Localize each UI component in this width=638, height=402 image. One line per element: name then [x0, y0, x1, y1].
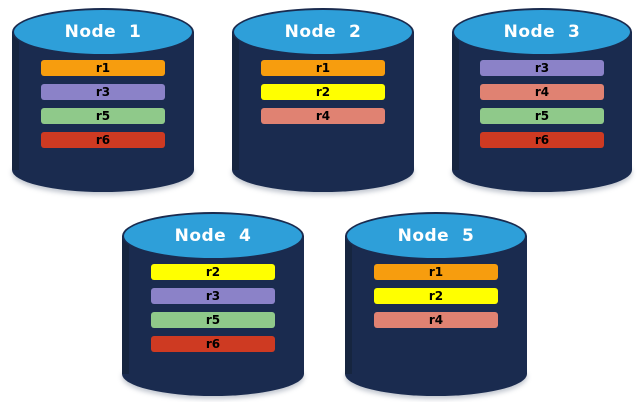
replica-bar-r1[interactable]: r1 [41, 60, 165, 76]
replica-bar-r3[interactable]: r3 [480, 60, 604, 76]
replica-bar-r5[interactable]: r5 [151, 312, 275, 328]
cylinder-top-ellipse [345, 212, 527, 260]
cylinder-top-ellipse [452, 8, 632, 56]
replica-bar-r1[interactable]: r1 [374, 264, 498, 280]
replica-bar-r3[interactable]: r3 [41, 84, 165, 100]
replica-bar-r4[interactable]: r4 [261, 108, 385, 124]
replica-list: r2 r3 r5 r6 [122, 264, 304, 352]
replica-list: r1 r2 r4 [345, 264, 527, 328]
replica-bar-r4[interactable]: r4 [374, 312, 498, 328]
node-4[interactable]: Node 4 r2 r3 r5 r6 [122, 212, 304, 396]
replica-list: r1 r2 r4 [232, 60, 414, 124]
replica-list: r3 r4 r5 r6 [452, 60, 632, 148]
replica-list: r1 r3 r5 r6 [12, 60, 194, 148]
node-3[interactable]: Node 3 r3 r4 r5 r6 [452, 8, 632, 192]
cylinder-top-ellipse [232, 8, 414, 56]
replica-bar-r2[interactable]: r2 [374, 288, 498, 304]
replica-bar-r2[interactable]: r2 [151, 264, 275, 280]
cylinder-top-ellipse [122, 212, 304, 260]
node-title: Node 5 [397, 226, 475, 246]
cylinder-left-shade [452, 32, 459, 170]
cylinder-left-shade [122, 236, 129, 374]
replica-bar-r2[interactable]: r2 [261, 84, 385, 100]
replica-bar-r5[interactable]: r5 [41, 108, 165, 124]
cylinder-left-shade [232, 32, 239, 170]
node-title: Node 4 [174, 226, 252, 246]
node-title: Node 3 [503, 22, 581, 42]
replica-bar-r1[interactable]: r1 [261, 60, 385, 76]
cylinder-top-ellipse [12, 8, 194, 56]
node-2[interactable]: Node 2 r1 r2 r4 [232, 8, 414, 192]
replica-bar-r3[interactable]: r3 [151, 288, 275, 304]
node-1[interactable]: Node 1 r1 r3 r5 r6 [12, 8, 194, 192]
replica-bar-r6[interactable]: r6 [41, 132, 165, 148]
replica-bar-r6[interactable]: r6 [151, 336, 275, 352]
replica-bar-r6[interactable]: r6 [480, 132, 604, 148]
replica-bar-r5[interactable]: r5 [480, 108, 604, 124]
replica-bar-r4[interactable]: r4 [480, 84, 604, 100]
node-title: Node 1 [64, 22, 142, 42]
cylinder-left-shade [12, 32, 19, 170]
cylinder-left-shade [345, 236, 352, 374]
node-title: Node 2 [284, 22, 362, 42]
node-5[interactable]: Node 5 r1 r2 r4 [345, 212, 527, 396]
